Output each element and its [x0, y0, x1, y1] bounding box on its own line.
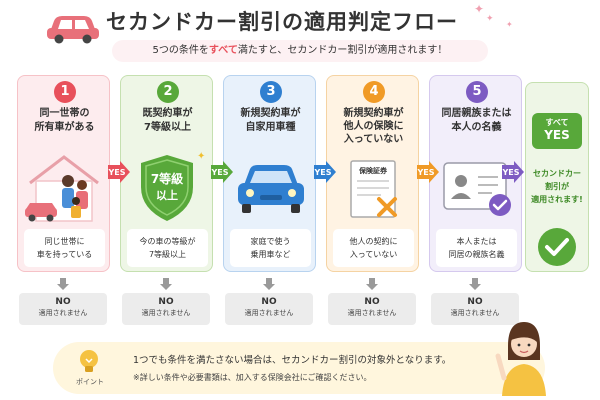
- step-description: 本人または同居の親族名義: [436, 229, 517, 267]
- car-icon: [47, 16, 99, 44]
- arrow-right-icon: [211, 161, 233, 183]
- check-circle-icon: [538, 228, 576, 266]
- step-title: 新規契約車が他人の保険に入っていない: [343, 108, 404, 145]
- lightbulb-icon: [80, 350, 98, 372]
- car-front-icon: [238, 165, 304, 213]
- arrow-down-icon: [57, 278, 69, 290]
- arrow-right-icon: [417, 161, 439, 183]
- arrow-right-icon: [502, 161, 524, 183]
- document-cross-icon: 保険証券: [350, 160, 397, 218]
- sparkle-icon: ✦: [506, 20, 513, 29]
- yes-label: YES: [502, 168, 520, 177]
- note-line-2: ※詳しい条件や必要書類は、加入する保険会社にご確認ください。: [133, 373, 372, 382]
- subtitle: 5つの条件をすべて満たすと、セカンドカー割引が適用されます！: [112, 40, 488, 62]
- step-5: 5 同居親族または本人の名義 本人または同居の親族名義: [429, 75, 522, 272]
- step-description: 同じ世帯に車を持っている: [24, 229, 105, 267]
- step-3: 3 新規契約車が自家用車種 家庭で使う乗用車など: [223, 75, 316, 272]
- arrow-down-icon: [366, 278, 378, 290]
- step-number: 3: [260, 81, 282, 103]
- house-family-icon: [25, 155, 99, 222]
- step-title: 同居親族または本人の名義: [441, 108, 512, 133]
- step-4: 4 新規契約車が他人の保険に入っていない 保険証券 他人の契約に入っていない: [326, 75, 419, 272]
- woman-pointing-icon: [495, 322, 546, 396]
- yes-label: YES: [314, 168, 332, 177]
- sparkle-icon: ✦: [486, 14, 494, 24]
- point-note: ポイント 1つでも条件を満たさない場合は、セカンドカー割引の対象外となります。 …: [53, 342, 545, 394]
- sparkle-icon: ✦: [474, 2, 485, 16]
- shield-icon: 7等級 以上 ✦: [141, 151, 205, 221]
- arrow-down-icon: [469, 278, 481, 290]
- result-panel: すべて YES セカンドカー割引が適用されます!: [525, 82, 589, 272]
- arrow-right-icon: [314, 161, 336, 183]
- arrow-right-icon: [108, 161, 130, 183]
- step-1: 1 同一世帯の所有車がある 同じ世帯に車を持っている: [17, 75, 110, 272]
- yes-label: YES: [108, 168, 126, 177]
- yes-label: YES: [417, 168, 435, 177]
- step-number: 4: [363, 81, 385, 103]
- all-yes-badge: すべて YES: [532, 113, 582, 149]
- step-title: 同一世帯の所有車がある: [34, 108, 95, 133]
- yes-label: YES: [211, 168, 229, 177]
- point-label: ポイント: [76, 378, 104, 386]
- step-number: 1: [54, 81, 76, 103]
- arrow-down-icon: [263, 278, 275, 290]
- step-title: 新規契約車が自家用車種: [240, 108, 301, 133]
- note-line-1: 1つでも条件を満たさない場合は、セカンドカー割引の対象外となります。: [133, 355, 452, 366]
- document-label: 保険証券: [358, 166, 388, 175]
- step-description: 他人の契約に入っていない: [333, 229, 414, 267]
- shield-text-line2: 以上: [156, 188, 178, 202]
- subtitle-highlight: すべて: [208, 45, 238, 56]
- id-card-check-icon: [443, 162, 511, 216]
- arrow-down-icon: [160, 278, 172, 290]
- result-text: セカンドカー割引が適用されます!: [531, 169, 583, 204]
- page-title: セカンドカー割引の適用判定フロー: [106, 10, 458, 34]
- shield-text-line1: 7等級: [151, 171, 183, 186]
- step-number: 5: [466, 81, 488, 103]
- svg-text:✦: ✦: [197, 151, 205, 162]
- step-number: 2: [157, 81, 179, 103]
- header: セカンドカー割引の適用判定フロー ✦ ✦ ✦: [0, 0, 600, 44]
- step-description: 家庭で使う乗用車など: [230, 229, 311, 267]
